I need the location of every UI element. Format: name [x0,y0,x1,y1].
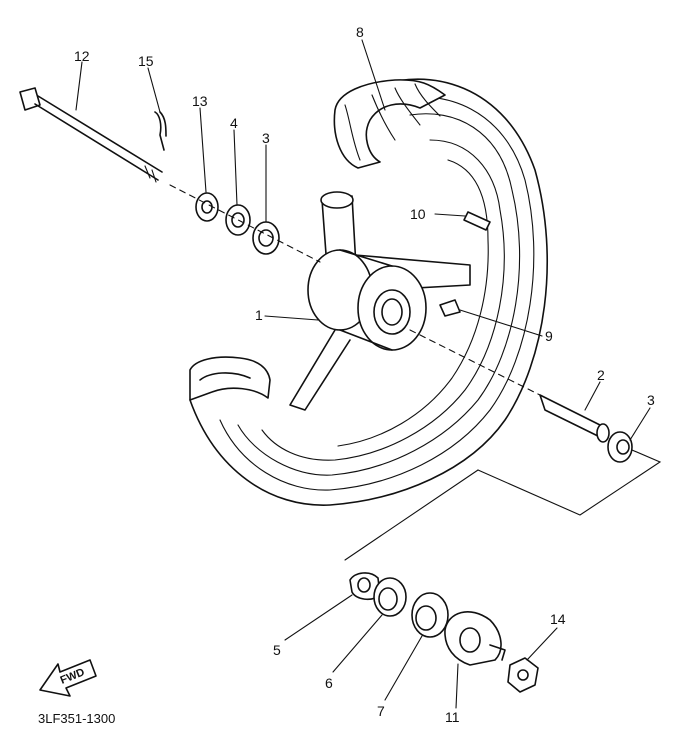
callout-10: 10 [410,206,426,222]
wheel-rim [189,78,548,506]
fwd-arrow: FWD [39,659,97,697]
leader-lines [75,39,651,709]
callout-8: 8 [356,24,364,40]
cotter-pin [154,111,167,151]
callout-15: 15 [138,53,154,69]
callout-9: 9 [545,328,553,344]
callout-3-left: 3 [262,130,270,146]
right-spacer-parts [409,329,633,463]
callout-11: 11 [445,709,460,725]
callout-5: 5 [273,642,281,658]
callout-1: 1 [255,307,263,323]
callout-4-left: 4 [230,115,238,131]
valve-and-balancer [439,211,491,317]
callout-labels: 12 15 13 4 3 8 10 1 9 2 3 5 6 7 11 14 [74,24,655,725]
callout-14: 14 [550,611,566,627]
lower-parts [349,572,539,693]
callout-13: 13 [192,93,208,109]
callout-3-right: 3 [647,392,655,408]
callout-6: 6 [325,675,333,691]
axle-bolt [19,87,163,183]
wheel-hub [307,249,427,351]
callout-7: 7 [377,703,385,719]
diagram-code: 3LF351-1300 [38,711,115,726]
left-spacer-parts [169,184,321,263]
callout-2: 2 [597,367,605,383]
callout-12: 12 [74,48,90,64]
exploded-bracket [344,449,662,561]
